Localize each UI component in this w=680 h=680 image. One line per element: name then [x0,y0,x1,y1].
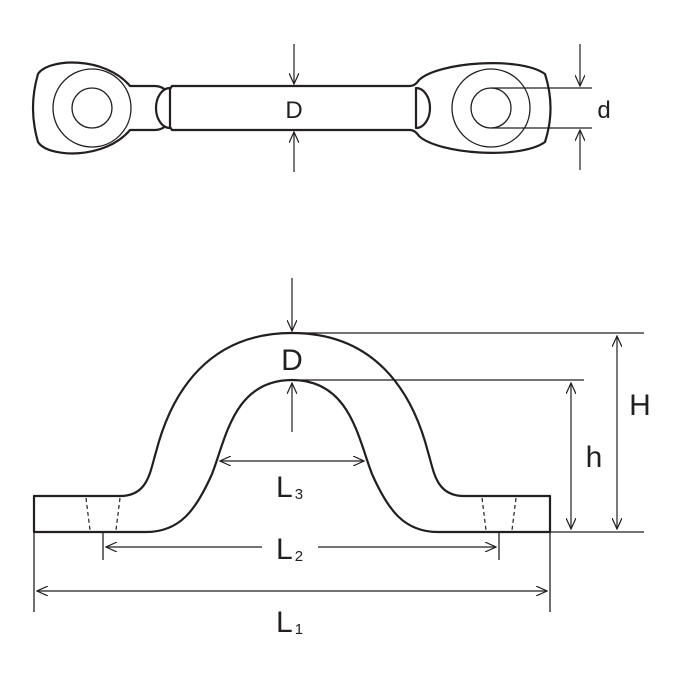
left-notch [154,86,172,130]
L1-main: L [276,606,293,639]
top-view: D d [31,44,611,172]
top-hole-d-label: d [597,97,610,124]
left-eye-outer [52,68,132,148]
L1-subscript: 1 [295,621,303,638]
right-notch [414,86,432,130]
L3-subscript: 3 [295,486,303,503]
L3-main: L [276,471,293,504]
left-hole-dash-2 [115,497,121,531]
right-hole-dash-1 [481,497,487,531]
L2-main: L [276,533,293,566]
top-d-label: D [285,97,302,124]
h-label: h [586,441,603,474]
side-d-label: D [281,344,303,377]
side-view-outline [32,331,552,534]
L2-subscript: 2 [295,548,303,565]
top-view-outline [31,61,552,155]
left-eye-hole [71,87,113,129]
right-hole-dash-2 [511,497,517,531]
right-eye-outer [451,68,531,148]
left-hole-dash-1 [85,497,91,531]
H-label: H [629,389,651,422]
